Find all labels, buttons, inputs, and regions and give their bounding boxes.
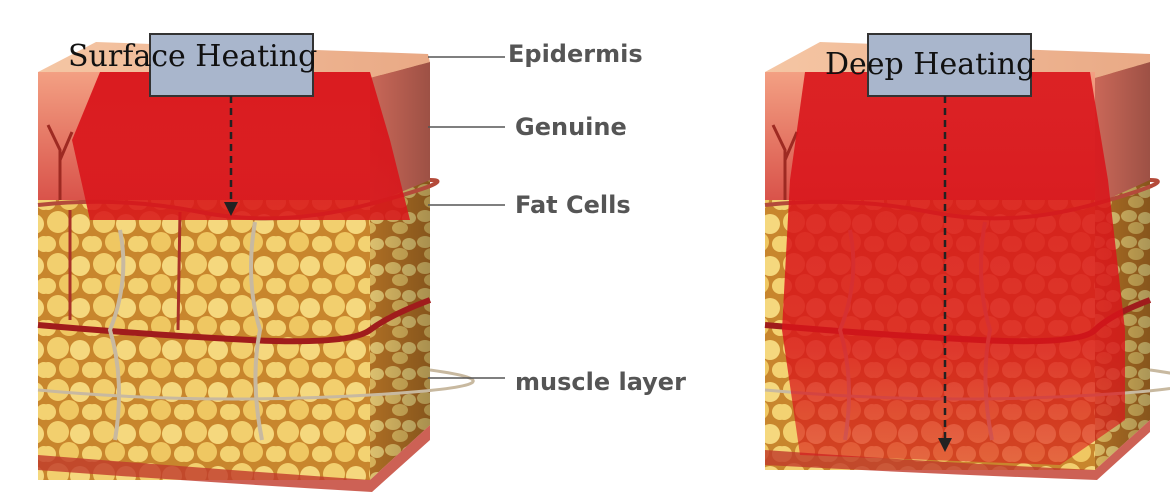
layer-label-fat-cells: Fat Cells — [515, 193, 631, 217]
leader-lines — [428, 57, 505, 378]
left-skin-block — [38, 34, 473, 492]
left-muscle-layer — [38, 330, 370, 480]
layer-label-muscle-layer: muscle layer — [515, 370, 686, 394]
deep-heating-title: Deep Heating — [825, 50, 1035, 80]
surface-heating-title: Surface Heating — [68, 42, 317, 72]
layer-label-epidermis: Epidermis — [508, 42, 643, 66]
right-skin-block — [765, 34, 1170, 480]
layer-label-genuine: Genuine — [515, 115, 627, 139]
left-septa-4 — [178, 212, 180, 330]
right-heat-zone — [782, 72, 1125, 465]
